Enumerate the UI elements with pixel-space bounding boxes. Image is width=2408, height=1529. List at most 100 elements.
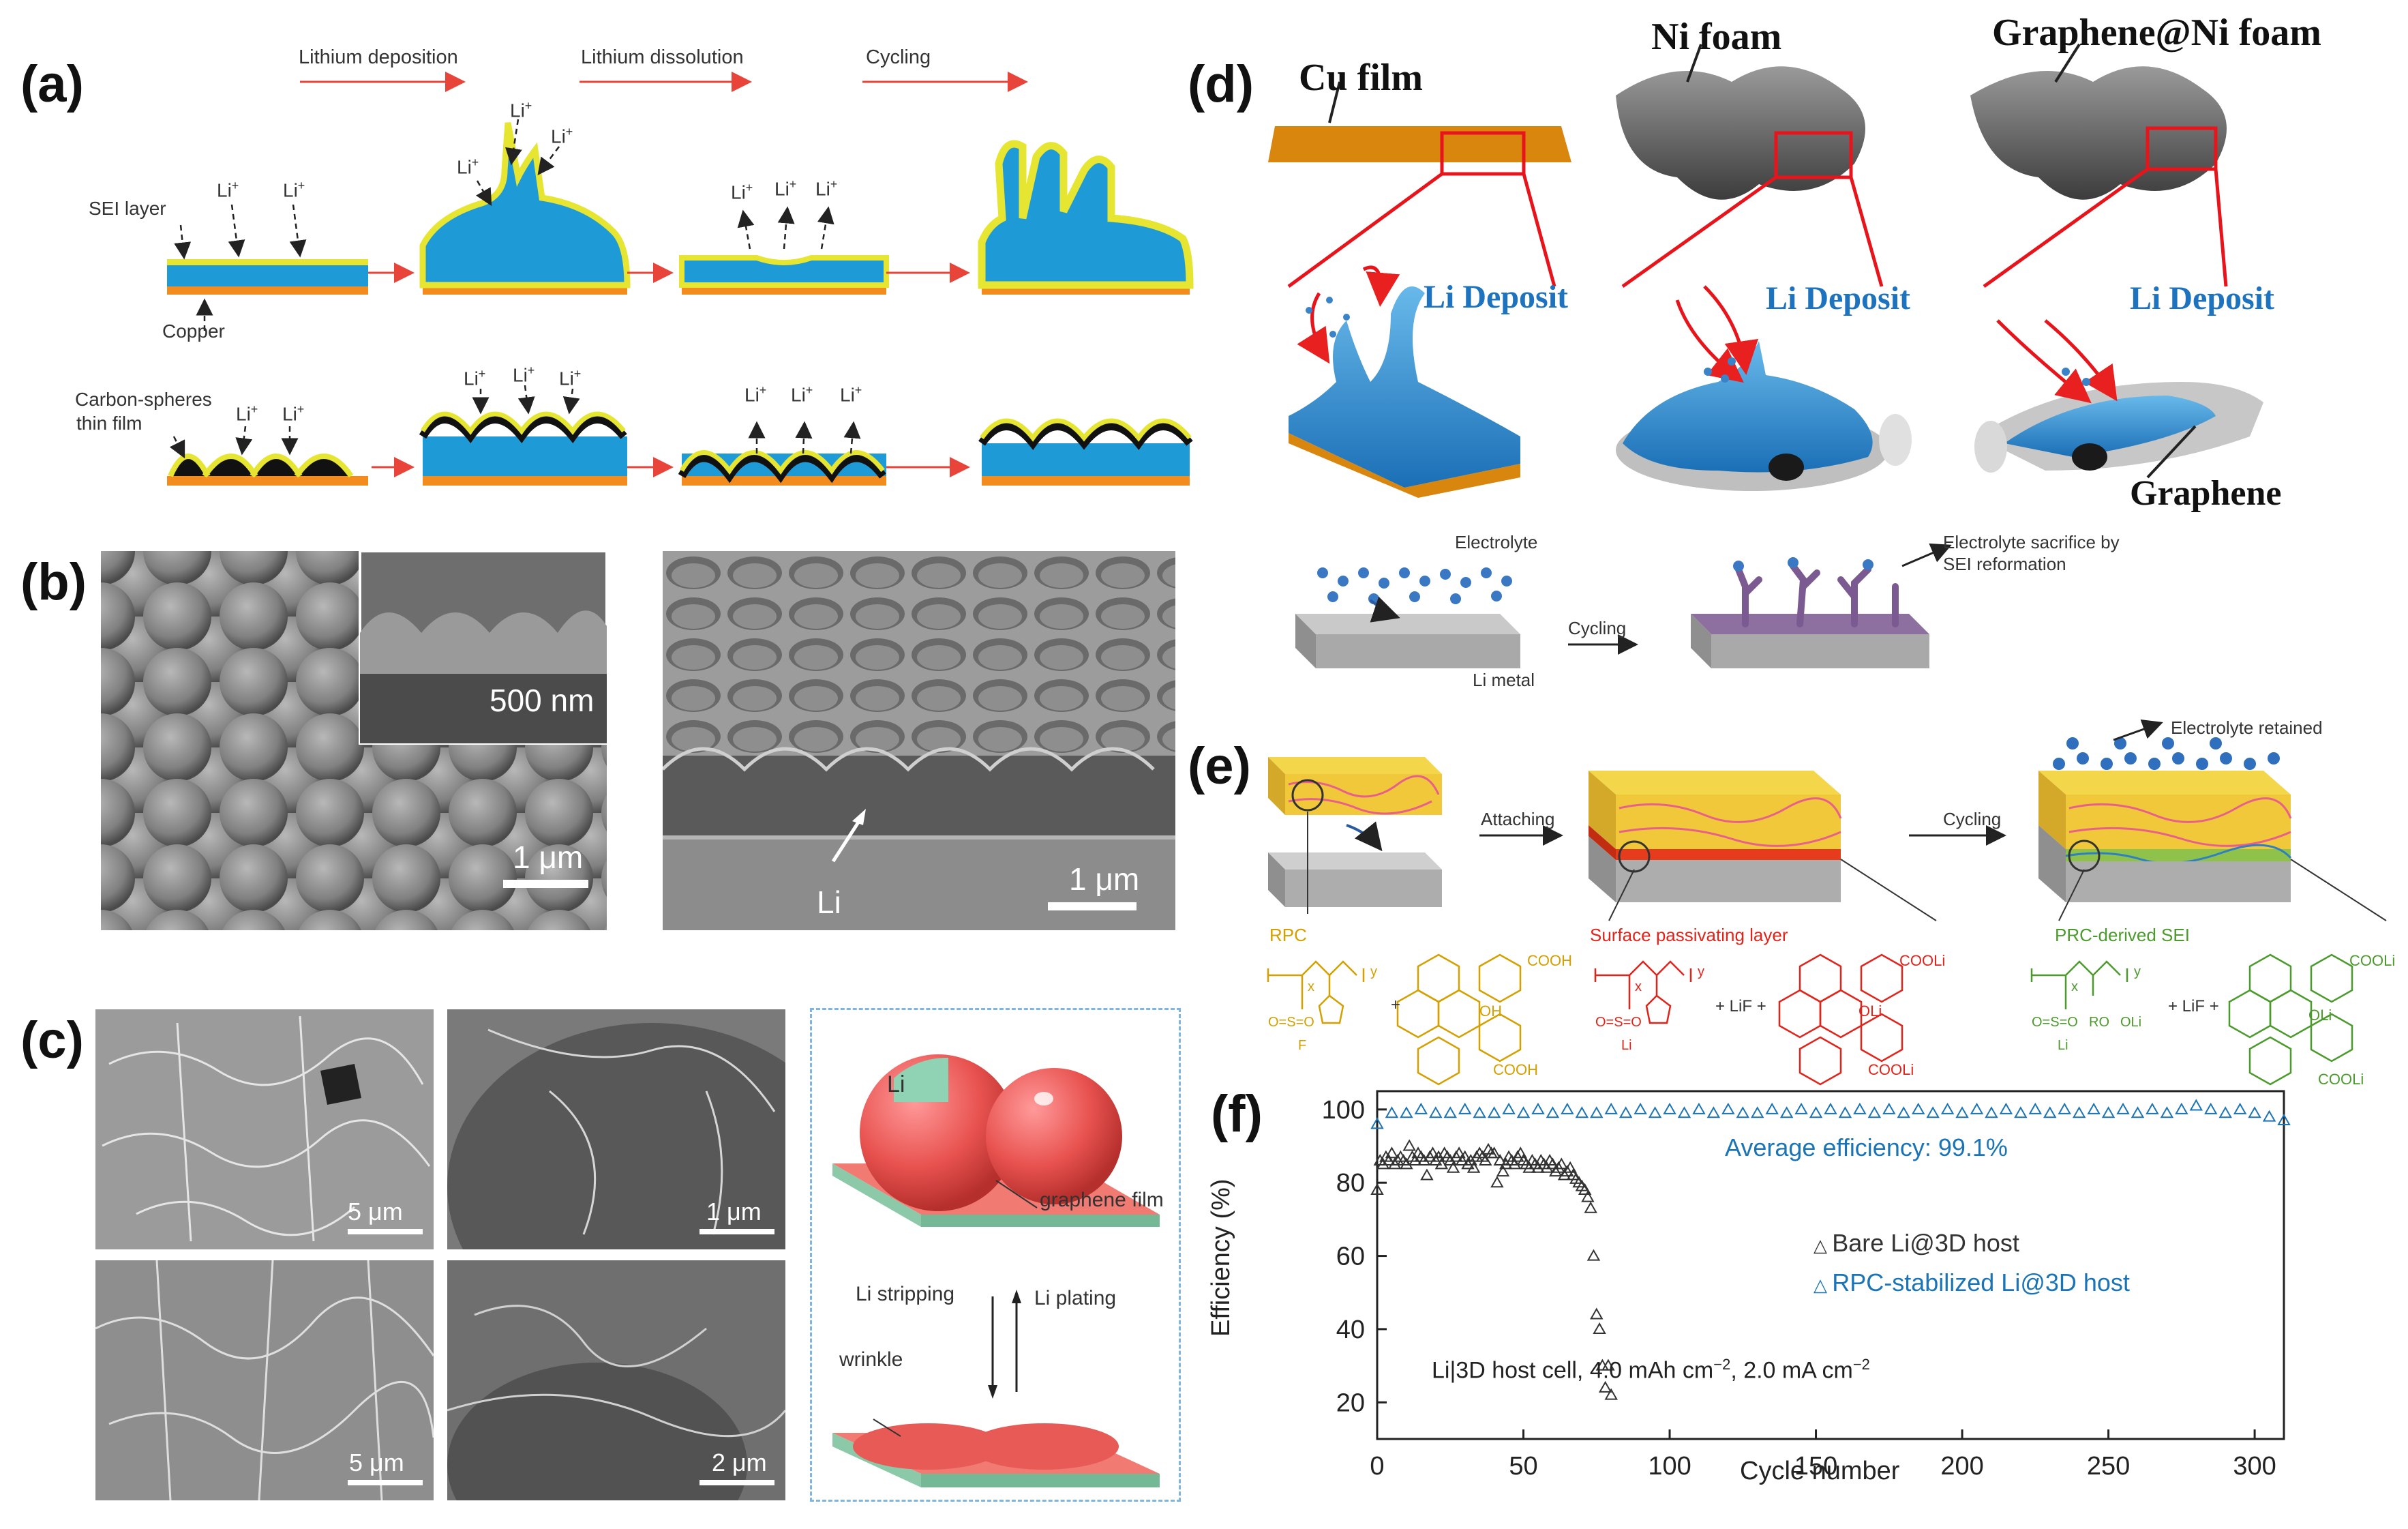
sem-image-b-right: Li 1 μm <box>663 551 1175 930</box>
panel-label-d: (d) <box>1188 55 1254 113</box>
data-point-rpc <box>1590 1106 1604 1118</box>
data-point-rpc <box>1663 1102 1676 1114</box>
data-point-rpc <box>2131 1106 2145 1118</box>
data-point-rpc <box>1531 1102 1545 1114</box>
data-point-rpc <box>2175 1102 2188 1114</box>
title-graphene-ni-foam: Graphene@Ni foam <box>1992 12 2321 54</box>
data-point-rpc <box>2233 1102 2247 1114</box>
data-point-rpc <box>2072 1106 2086 1118</box>
row-bare-copper <box>167 122 1194 295</box>
chem-pass-li: Li <box>1621 1038 1632 1053</box>
data-point-rpc <box>2028 1102 2043 1114</box>
data-point-rpc <box>2014 1106 2028 1118</box>
sem-image-c-3: 5 μm <box>95 1260 434 1500</box>
chem-rpc-cooh-2: COOH <box>1493 1061 1538 1078</box>
data-point-rpc <box>1385 1106 1399 1118</box>
data-point-rpc <box>2189 1099 2203 1111</box>
data-point-bare <box>1531 1161 1545 1173</box>
step-label-dissolution: Lithium dissolution <box>581 46 744 68</box>
data-point-rpc <box>1575 1106 1589 1118</box>
chem-pass-cooli-1: COOLi <box>1899 952 1946 969</box>
step-label-deposition: Lithium deposition <box>299 46 458 68</box>
li-deposit-cu <box>1289 286 1520 498</box>
scale-bar-c-3: 5 μm <box>349 1449 404 1476</box>
data-point-rpc <box>2043 1106 2057 1118</box>
e-label-sacrifice-1: Electrolyte sacrifice by <box>1943 532 2120 552</box>
scale-bar-b-left: 1 μm <box>513 840 584 875</box>
data-point-bare <box>1417 1153 1431 1166</box>
sem-image-c-1: 5 μm <box>95 1009 434 1249</box>
data-point-rpc <box>2058 1102 2071 1114</box>
e-label-attaching: Attaching <box>1481 809 1555 829</box>
chem-sei-s: O=S=O <box>2032 1015 2078 1030</box>
data-point-rpc <box>1882 1102 1896 1114</box>
data-point-rpc <box>1487 1106 1501 1118</box>
data-point-bare <box>1548 1165 1563 1177</box>
data-point-bare <box>1388 1157 1402 1170</box>
y-tick-label: 40 <box>1336 1316 1365 1344</box>
li-ion-label: Li+ <box>513 363 535 386</box>
data-point-bare <box>1426 1146 1440 1159</box>
deposit-arrows <box>1297 265 2118 404</box>
schematic-label-li: Li <box>887 1071 905 1097</box>
data-point-rpc <box>1999 1102 2013 1114</box>
e-label-electrolyte: Electrolyte <box>1455 532 1538 552</box>
data-point-rpc <box>1897 1106 1910 1118</box>
data-point-rpc <box>1970 1102 1984 1114</box>
data-point-bare <box>1604 1388 1618 1400</box>
panel-a-schematic <box>167 72 1194 486</box>
li-ion-label: Li+ <box>282 402 305 425</box>
chem-pass-s: O=S=O <box>1595 1015 1642 1030</box>
label-carbon-spheres-2: thin film <box>76 413 142 434</box>
panel-e-top-schematic <box>1295 543 1952 668</box>
data-point-rpc <box>1751 1106 1764 1118</box>
sem-image-b-left: 500 nm 1 μm <box>101 551 607 930</box>
data-point-bare <box>1601 1359 1615 1371</box>
scale-bar-c-2: 1 μm <box>706 1198 762 1226</box>
data-point-bare <box>1493 1153 1507 1166</box>
data-point-bare <box>1584 1201 1597 1213</box>
data-point-bare <box>1487 1146 1501 1159</box>
li-ion-label: Li+ <box>510 99 532 121</box>
data-point-rpc <box>2262 1110 2276 1122</box>
data-point-bare <box>1552 1161 1565 1173</box>
chem-rpc <box>1267 953 1522 1086</box>
data-point-bare <box>1511 1150 1524 1162</box>
data-point-rpc <box>1473 1106 1486 1118</box>
step-label-cycling: Cycling <box>866 46 931 68</box>
data-point-rpc <box>1736 1106 1750 1118</box>
x-tick-label: 200 <box>1940 1452 1983 1481</box>
li-ion-label: Li+ <box>464 367 486 389</box>
data-point-rpc <box>1765 1102 1779 1114</box>
schematic-label-li-stripping: Li stripping <box>856 1283 955 1305</box>
chart-legend-bare: △ Bare Li@3D host <box>1813 1229 2019 1258</box>
data-point-bare <box>1496 1165 1510 1177</box>
data-point-bare <box>1446 1161 1460 1173</box>
li-ion-label: Li+ <box>731 181 753 203</box>
data-point-rpc <box>1706 1106 1721 1118</box>
cu-film <box>1268 126 1571 162</box>
data-point-bare <box>1449 1150 1463 1162</box>
panel-d-schematic <box>1268 43 2263 498</box>
panel-label-e: (e) <box>1188 737 1251 795</box>
li-ion-label: Li+ <box>236 402 258 425</box>
e-label-sacrifice-2: SEI reformation <box>1943 554 2066 574</box>
data-point-bare <box>1563 1161 1577 1173</box>
data-point-bare <box>1546 1157 1560 1170</box>
sem-image-c-2: 1 μm <box>447 1009 785 1249</box>
data-point-rpc <box>1400 1106 1413 1118</box>
chem-pass-x: x <box>1635 979 1642 994</box>
x-tick-label: 150 <box>1794 1452 1837 1481</box>
data-point-bare <box>1434 1157 1449 1170</box>
x-tick-label: 250 <box>2087 1452 2130 1481</box>
li-ion-label: Li+ <box>283 179 305 201</box>
data-point-bare <box>1514 1146 1527 1159</box>
data-point-rpc <box>1458 1102 1472 1114</box>
data-point-bare <box>1376 1157 1390 1170</box>
data-point-rpc <box>2087 1102 2101 1114</box>
chem-rpc-x: x <box>1308 979 1314 994</box>
chem-sei-oli: OLi <box>2120 1015 2142 1030</box>
data-point-rpc <box>2277 1113 2291 1125</box>
schematic-label-graphene-film: graphene film <box>1040 1189 1164 1211</box>
data-point-rpc <box>1502 1102 1516 1114</box>
